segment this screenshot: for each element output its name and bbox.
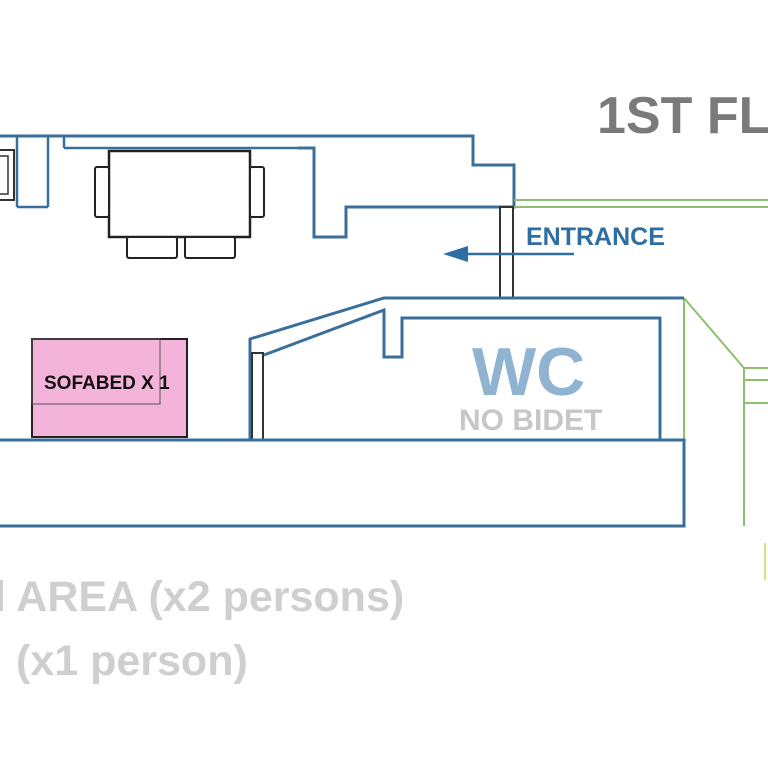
dining-table-icon bbox=[94, 149, 265, 259]
legend-line-2: (x1 person) bbox=[16, 637, 248, 685]
legend-line-1: l AREA (x2 persons) bbox=[0, 573, 404, 621]
no-bidet-label: NO BIDET bbox=[459, 404, 602, 437]
sofabed-label: SOFABED X 1 bbox=[44, 373, 170, 394]
sofabed-icon bbox=[31, 338, 188, 438]
top-wall bbox=[0, 134, 516, 239]
appliance-icon bbox=[0, 149, 15, 201]
entrance-arrow-icon bbox=[443, 246, 574, 262]
bottom-corridor bbox=[0, 438, 686, 528]
entrance-door bbox=[499, 206, 514, 299]
floor-title: 1ST FLO bbox=[597, 87, 768, 145]
wc-door bbox=[251, 352, 264, 441]
wc-outer-wall bbox=[248, 296, 684, 440]
wc-label: WC bbox=[472, 334, 585, 410]
entrance-label: ENTRANCE bbox=[526, 223, 665, 251]
wc-inner-wall bbox=[263, 307, 662, 440]
